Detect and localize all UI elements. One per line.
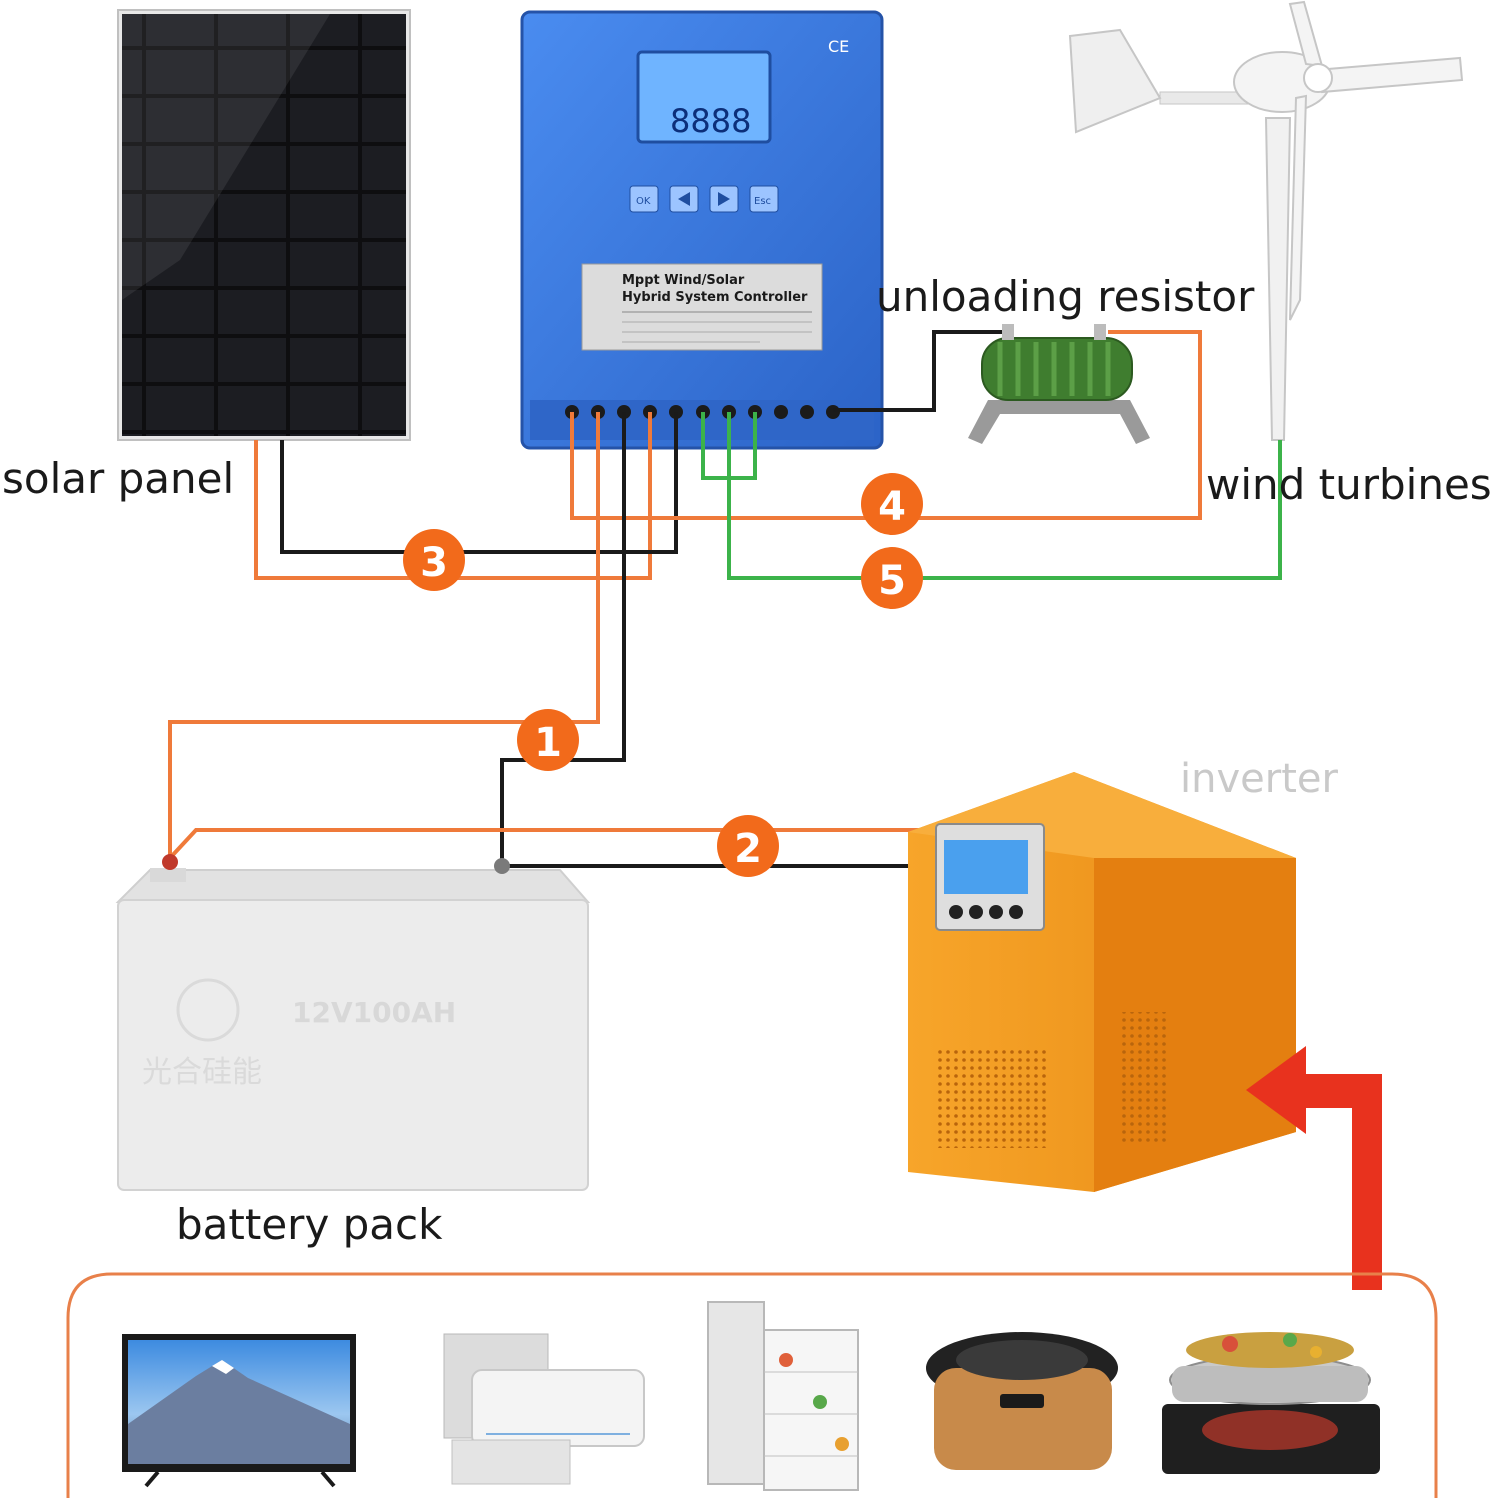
badge-2-number: 2 bbox=[734, 826, 762, 872]
inverter bbox=[908, 772, 1296, 1192]
controller-buttons: OK Esc bbox=[629, 185, 779, 213]
esc-button[interactable] bbox=[749, 185, 779, 213]
battery: 12V100AH 光合硅能 bbox=[115, 854, 591, 1191]
inverter-button[interactable] bbox=[1009, 905, 1023, 919]
controller-title-line2: Hybrid System Controller bbox=[622, 290, 808, 305]
arrow-right-icon bbox=[718, 192, 730, 206]
induction-cooker-icon bbox=[1162, 1332, 1380, 1474]
battery-rating: 12V100AH bbox=[292, 996, 456, 1029]
wire-5 bbox=[701, 412, 1282, 580]
ok-button[interactable] bbox=[629, 185, 659, 213]
controller-label-plate bbox=[581, 263, 823, 351]
inverter-side-vent bbox=[1118, 1012, 1166, 1142]
badge-4: 4 bbox=[861, 473, 923, 535]
flower-logo-icon bbox=[176, 978, 240, 1042]
controller-title-line1: Mppt Wind/Solar bbox=[622, 273, 745, 288]
badge-3: 3 bbox=[403, 529, 465, 591]
solar-panel-label: solar panel bbox=[2, 454, 235, 503]
solar-panel bbox=[117, 9, 411, 441]
ok-button-label: OK bbox=[636, 196, 651, 207]
wind-turbine bbox=[1068, 0, 1464, 441]
inverter-lcd bbox=[944, 840, 1028, 894]
inverter-button[interactable] bbox=[969, 905, 983, 919]
load-arrow bbox=[1246, 1046, 1382, 1290]
unloading-resistor-label: unloading resistor bbox=[876, 272, 1255, 321]
battery-brand: 光合硅能 bbox=[142, 1055, 262, 1090]
controller-lcd bbox=[636, 50, 772, 144]
controller-lcd-reading: 8888 bbox=[670, 102, 751, 140]
inverter-vent bbox=[934, 1046, 1050, 1148]
battery-pack-label: battery pack bbox=[176, 1200, 443, 1249]
refrigerator-icon bbox=[707, 1301, 859, 1491]
badge-4-number: 4 bbox=[878, 484, 906, 530]
badge-5: 5 bbox=[861, 547, 923, 609]
ce-mark: CE bbox=[828, 37, 849, 56]
rice-cooker-icon bbox=[926, 1332, 1118, 1470]
tv-icon bbox=[122, 1334, 356, 1488]
arrow-left-icon bbox=[678, 192, 690, 206]
badge-3-number: 3 bbox=[420, 540, 448, 586]
badge-1-number: 1 bbox=[534, 720, 562, 766]
badge-5-number: 5 bbox=[878, 558, 906, 604]
hybrid-controller: CE 8888 OK Esc Mppt Wind/Solar Hybrid Sy… bbox=[520, 10, 884, 450]
inverter-label: inverter bbox=[1180, 756, 1338, 802]
badge-2: 2 bbox=[717, 815, 779, 877]
wire-2 bbox=[168, 828, 920, 868]
loads-panel bbox=[66, 1272, 1438, 1498]
inverter-button[interactable] bbox=[989, 905, 1003, 919]
air-conditioner-icon bbox=[443, 1333, 645, 1485]
badge-1: 1 bbox=[517, 709, 579, 771]
esc-button-label: Esc bbox=[754, 196, 771, 207]
inverter-button[interactable] bbox=[949, 905, 963, 919]
unloading-resistor bbox=[968, 324, 1150, 444]
wire-4 bbox=[570, 330, 1202, 520]
wire-1 bbox=[168, 412, 626, 868]
wind-turbines-label: wind turbines bbox=[1206, 460, 1492, 509]
